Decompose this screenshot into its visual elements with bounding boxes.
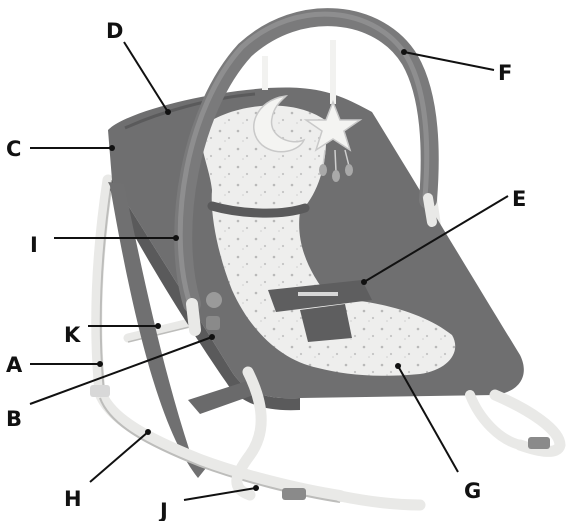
callout-label-b: B	[6, 407, 22, 431]
callout-label-e: E	[512, 187, 526, 211]
callout-leader-h	[90, 432, 148, 482]
callout-dot-c	[109, 145, 115, 151]
callout-dot-e	[361, 279, 367, 285]
callout-dot-g	[395, 363, 401, 369]
callout-dot-a	[97, 361, 103, 367]
callout-dot-j	[253, 485, 259, 491]
callout-label-i: I	[30, 233, 38, 257]
callout-dot-d	[165, 109, 171, 115]
callout-label-c: C	[6, 137, 21, 161]
callout-dot-b	[209, 334, 215, 340]
callout-dot-h	[145, 429, 151, 435]
callout-dot-f	[401, 49, 407, 55]
callout-leader-d	[124, 42, 168, 112]
callout-leader-b	[30, 337, 212, 404]
callout-label-a: A	[6, 353, 23, 377]
callout-label-k: K	[64, 323, 81, 347]
callout-label-h: H	[64, 487, 82, 511]
callout-dot-k	[155, 323, 161, 329]
callout-label-g: G	[464, 479, 481, 503]
callout-label-f: F	[498, 61, 512, 85]
callout-label-d: D	[106, 19, 123, 43]
callout-dot-i	[173, 235, 179, 241]
callout-label-j: J	[158, 499, 168, 521]
